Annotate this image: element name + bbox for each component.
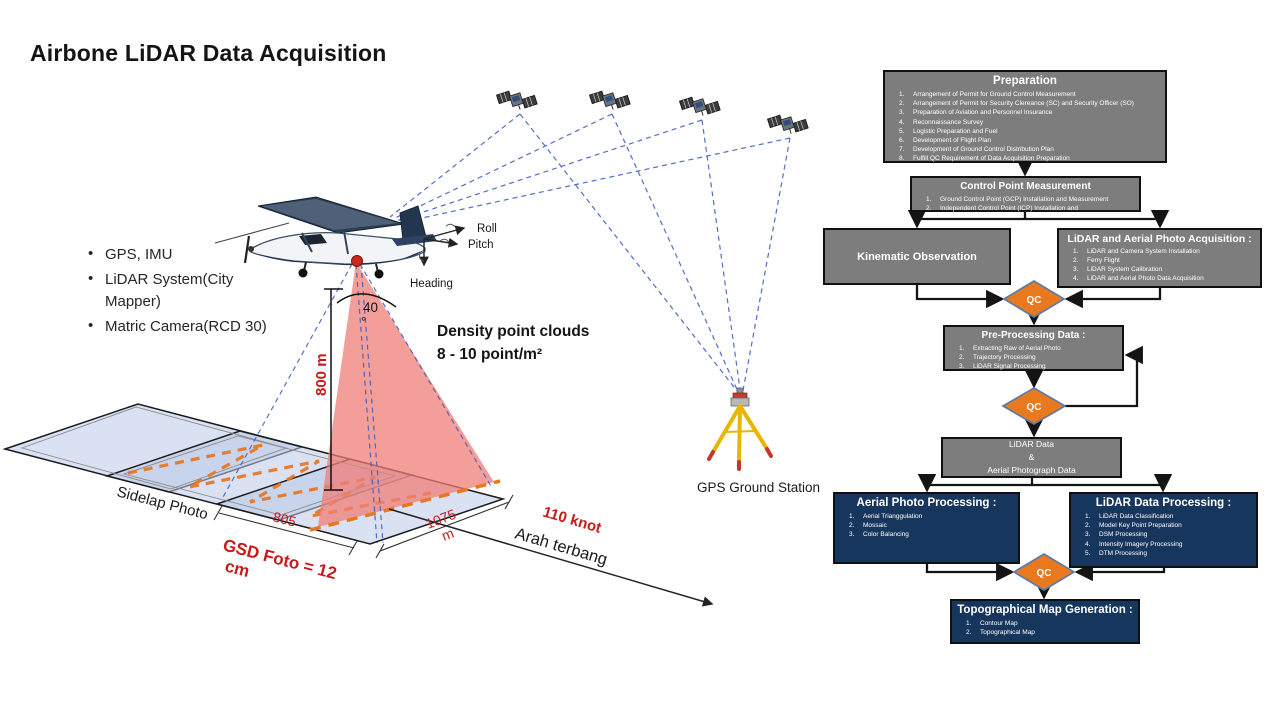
satellite-icon	[766, 107, 809, 140]
density-label: Density point clouds 8 - 10 point/m²	[437, 323, 589, 363]
gps-station-label: GPS Ground Station	[697, 480, 820, 495]
list-item: LiDAR System Calibration	[1073, 265, 1163, 274]
axis-roll-label: Roll	[477, 223, 497, 235]
lidar-processing-box: LiDAR Data Processing : LiDAR Data Class…	[1069, 492, 1258, 568]
list-item: Extracting Raw of Aerial Photo	[959, 344, 1061, 353]
preparation-box: Preparation Arrangement of Permit for Gr…	[883, 70, 1167, 163]
data-join-line1: LiDAR Data	[1009, 439, 1054, 450]
satellite-icon	[678, 89, 721, 122]
camera-footprint-lines	[221, 263, 493, 544]
altitude-label: 800 m	[313, 353, 330, 396]
preprocessing-items: Extracting Raw of Aerial Photo Trajector…	[945, 344, 1122, 371]
list-item: Model Key Point Preparation	[1085, 521, 1182, 530]
qc-label: QC	[1027, 402, 1042, 413]
list-item: Reconnaissance Survey	[899, 118, 984, 127]
list-item: Trajectory Processing	[959, 353, 1036, 362]
list-item: Mossaic	[849, 521, 887, 530]
aerial-processing-items: Aerial Trianggulation Mossaic Color Bala…	[835, 512, 1018, 539]
map-generation-box: Topographical Map Generation : Contour M…	[950, 599, 1140, 644]
list-item: Development of Ground Control Distributi…	[899, 145, 1054, 154]
data-join-line3: Aerial Photograph Data	[987, 464, 1076, 475]
kinematic-observation-box: Kinematic Observation	[823, 228, 1011, 285]
list-item: LiDAR Data Classification	[1085, 512, 1174, 521]
airplane-illustration	[214, 196, 437, 279]
flight-direction-arrow	[388, 508, 714, 607]
lidar-processing-title: LiDAR Data Processing :	[1095, 497, 1232, 509]
aerial-processing-box: Aerial Photo Processing : Aerial Triangg…	[833, 492, 1020, 564]
gps-satellites	[495, 83, 809, 140]
list-item: Aerial Trianggulation	[849, 512, 923, 521]
list-item: DSM Processing	[1085, 530, 1148, 539]
preprocessing-box: Pre-Processing Data : Extracting Raw of …	[943, 325, 1124, 371]
list-item: Development of Flight Plan	[899, 136, 992, 145]
map-generation-title: Topographical Map Generation :	[957, 604, 1133, 616]
list-item: Topographical Map	[966, 628, 1035, 637]
satellite-signal-lines	[389, 113, 791, 397]
list-item: Color Balancing	[849, 530, 909, 539]
lidar-sensor-pod	[351, 255, 363, 267]
list-item: Logistic Preparation and Fuel	[899, 127, 998, 136]
aerial-processing-title: Aerial Photo Processing :	[856, 497, 997, 509]
satellite-icon	[495, 83, 538, 116]
control-point-title: Control Point Measurement	[960, 181, 1091, 192]
list-item: Intensity Imagery Processing	[1085, 540, 1183, 549]
preprocessing-title: Pre-Processing Data :	[981, 330, 1086, 341]
acquisition-box: LiDAR and Aerial Photo Acquisition : LiD…	[1057, 228, 1262, 288]
attitude-axes: Roll Pitch Heading	[410, 223, 497, 290]
qc-diamond-3: QC	[1012, 553, 1076, 591]
map-generation-items: Contour Map Topographical Map	[952, 619, 1138, 637]
sensor-bullet-list: GPS, IMU LiDAR System(City Mapper) Matri…	[86, 243, 272, 341]
page-title: Airbone LiDAR Data Acquisition	[30, 40, 387, 66]
preparation-items: Arrangement of Permit for Ground Control…	[885, 90, 1165, 163]
lidar-processing-items: LiDAR Data Classification Model Key Poin…	[1071, 512, 1256, 558]
swath-width-unit: m	[439, 525, 456, 544]
acquisition-items: LiDAR and Camera System Installation Fer…	[1059, 247, 1260, 283]
scan-angle-value: 40	[363, 300, 378, 315]
photo-length-label: 805	[271, 508, 298, 529]
process-flowchart: QC QC QC Preparation Arrangement of Perm…	[820, 0, 1280, 720]
scan-angle-unit: °	[361, 314, 366, 329]
speed-label: 110 knot	[541, 504, 603, 537]
altitude-measurement: 800 m 40 °	[313, 288, 397, 491]
list-item: DTM Processing	[1085, 549, 1148, 558]
qc-diamond-1: QC	[1002, 280, 1066, 318]
list-item: Ground Control Point (GCP) Installation …	[926, 195, 1109, 204]
bullet-lidar-system: LiDAR System(City Mapper)	[86, 268, 272, 312]
control-point-items: Ground Control Point (GCP) Installation …	[912, 195, 1139, 213]
qc-label: QC	[1037, 568, 1052, 579]
scan-line-current	[309, 479, 501, 532]
data-join-line2: &	[1028, 452, 1035, 463]
list-item: Independent Control Point (ICP) Installa…	[926, 204, 1079, 213]
qc-label: QC	[1027, 295, 1042, 306]
list-item: LiDAR and Camera System Installation	[1073, 247, 1200, 256]
ground-dimensions	[213, 494, 514, 559]
lidar-swath-cone	[318, 262, 494, 527]
list-item: Arrangement of Permit for Ground Control…	[899, 90, 1076, 99]
qc-diamond-2: QC	[1001, 387, 1067, 425]
control-point-box: Control Point Measurement Ground Control…	[910, 176, 1141, 213]
list-item: Fulfill QC Requirement of Data Acquisiti…	[899, 154, 1070, 163]
list-item: Contour Map	[966, 619, 1018, 628]
list-item: Preparation of Aviation and Personnel In…	[899, 108, 1053, 117]
gps-tripod-icon	[707, 387, 773, 471]
kinematic-title: Kinematic Observation	[857, 250, 977, 263]
leader-line	[214, 222, 290, 244]
lidar-acquisition-illustration: Roll Pitch Heading 800 m 40 ° Density po…	[2, 83, 820, 607]
bullet-matric-camera: Matric Camera(RCD 30)	[86, 315, 272, 337]
density-line1: Density point clouds	[437, 323, 589, 340]
list-item: Arrangement of Permit for Security Clere…	[899, 99, 1134, 108]
acquisition-title: LiDAR and Aerial Photo Acquisition :	[1067, 233, 1252, 245]
preparation-title: Preparation	[993, 75, 1057, 87]
list-item: Ferry Flight	[1073, 256, 1120, 265]
data-join-box: LiDAR Data & Aerial Photograph Data	[941, 437, 1122, 478]
list-item: LiDAR and Aerial Photo Data Acquisition	[1073, 274, 1204, 283]
satellite-icon	[588, 83, 631, 116]
bullet-gps-imu: GPS, IMU	[86, 243, 272, 265]
axis-pitch-label: Pitch	[468, 239, 494, 251]
list-item: LiDAR Signal Processing	[959, 362, 1046, 371]
density-line2: 8 - 10 point/m²	[437, 346, 542, 363]
axis-heading-label: Heading	[410, 278, 453, 290]
